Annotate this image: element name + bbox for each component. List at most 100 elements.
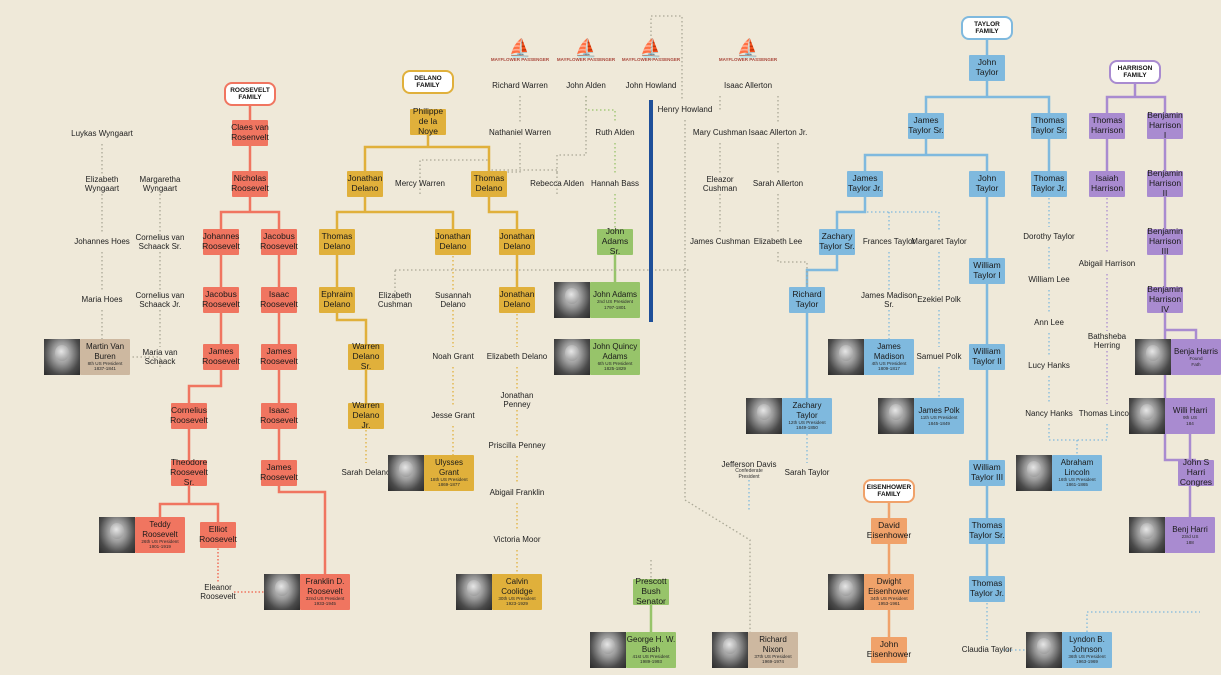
person-jonathan-d1[interactable]: Jonathan Delano <box>347 171 383 197</box>
person-benjamin-h1[interactable]: Benjamin Harrison I <box>1147 110 1183 140</box>
person-abigail-harrison[interactable]: Abigail Harrison <box>1076 251 1138 277</box>
person-richard-warren[interactable]: Richard Warren <box>489 73 551 99</box>
person-eleazor-cushman[interactable]: Eleazor Cushman <box>689 171 751 197</box>
person-william-lee[interactable]: William Lee <box>1018 267 1080 293</box>
person-maria-hoes[interactable]: Maria Hoes <box>71 287 133 313</box>
person-theodore-sr[interactable]: Theodore Roosevelt Sr. <box>170 457 208 486</box>
person-claudia-taylor[interactable]: Claudia Taylor <box>956 637 1018 663</box>
person-johannes-r[interactable]: Johannes Roosevelt <box>202 229 240 255</box>
person-jonathan-penney[interactable]: Jonathan Penney <box>486 387 548 413</box>
person-john-howland[interactable]: John Howland <box>620 73 682 99</box>
person-nicholas-r[interactable]: Nicholas Roosevelt <box>231 171 269 197</box>
person-mary-cushman[interactable]: Mary Cushman <box>689 120 751 146</box>
person-sarah-taylor[interactable]: Sarah Taylor <box>776 460 838 486</box>
person-victoria-moor[interactable]: Victoria Moor <box>486 527 548 553</box>
person-thomas-harrison[interactable]: Thomas Harrison <box>1089 113 1125 139</box>
person-philippe[interactable]: Philippe de la Noye <box>410 106 446 136</box>
person-elizabeth-d[interactable]: Elizabeth Delano <box>486 344 548 370</box>
person-margaretha-w[interactable]: Margaretha Wyngaart <box>129 171 191 197</box>
person-james-r1[interactable]: James Roosevelt <box>202 344 240 370</box>
person-thomas-taylor-sr-b[interactable]: Thomas Taylor Sr. <box>969 518 1005 544</box>
person-david-eisenhower[interactable]: David Eisenhower <box>867 518 911 544</box>
person-zachary-sr[interactable]: Zachary Taylor Sr. <box>819 229 855 255</box>
person-james-cushman[interactable]: James Cushman <box>689 229 751 255</box>
person-elliot[interactable]: Elliot Roosevelt <box>199 522 237 548</box>
person-cornelius-vs-sr[interactable]: Cornelius van Schaack Sr. <box>129 229 191 255</box>
person-john-alden[interactable]: John Alden <box>555 73 617 99</box>
person-priscilla[interactable]: Priscilla Penney <box>486 433 548 459</box>
person-mercy-warren[interactable]: Mercy Warren <box>389 171 451 197</box>
person-luykas[interactable]: Luykas Wyngaart <box>71 121 133 147</box>
person-thomas-taylor-sr-a[interactable]: Thomas Taylor Sr. <box>1031 113 1067 139</box>
person-william-taylor-iii[interactable]: William Taylor III <box>969 460 1005 486</box>
person-sarah-allerton[interactable]: Sarah Allerton <box>747 171 809 197</box>
person-ruth-alden[interactable]: Ruth Alden <box>584 120 646 146</box>
person-thomas-taylor-jr-a[interactable]: Thomas Taylor Jr. <box>1031 171 1067 197</box>
person-william-taylor-i[interactable]: William Taylor I <box>969 258 1005 284</box>
person-elizabeth-cushman[interactable]: Elizabeth Cushman <box>364 287 426 313</box>
person-warren-sr[interactable]: Warren Delano Sr. <box>348 341 384 371</box>
person-elizabeth-w[interactable]: Elizabeth Wyngaart <box>71 171 133 197</box>
person-jonathan-d2[interactable]: Jonathan Delano <box>435 229 471 255</box>
person-ephraim-d[interactable]: Ephraim Delano <box>319 287 355 313</box>
person-john-taylor[interactable]: John Taylor <box>969 55 1005 81</box>
person-john-eisenhower[interactable]: John Eisenhower <box>867 637 911 663</box>
person-samuel-polk[interactable]: Samuel Polk <box>908 344 970 370</box>
person-jonathan-d3[interactable]: Jonathan Delano <box>499 229 535 255</box>
person-isaiah-harrison[interactable]: Isaiah Harrison <box>1089 171 1125 197</box>
person-cornelius-vs-jr[interactable]: Cornelius van Schaack Jr. <box>129 287 191 313</box>
person-isaac-r2[interactable]: Isaac Roosevelt <box>260 403 298 429</box>
person-thomas-d2[interactable]: Thomas Delano <box>319 229 355 255</box>
person-frances-taylor[interactable]: Frances Taylor <box>858 229 920 255</box>
person-john-taylor2[interactable]: John Taylor <box>969 171 1005 197</box>
person-james-taylor-jr[interactable]: James Taylor Jr. <box>847 171 883 197</box>
person-bathsheba[interactable]: Bathsheba Herring <box>1076 328 1138 354</box>
person-claes[interactable]: Claes van Rosenvelt <box>231 120 269 146</box>
person-james-madison-sr[interactable]: James Madison Sr. <box>858 287 920 313</box>
person-james-r2[interactable]: James Roosevelt <box>260 344 298 370</box>
person-hannah-bass[interactable]: Hannah Bass <box>584 171 646 197</box>
person-eleanor[interactable]: Eleanor Roosevelt <box>187 579 249 605</box>
person-benjamin-h2[interactable]: Benjamin Harrison II <box>1147 168 1183 198</box>
person-ann-lee[interactable]: Ann Lee <box>1018 310 1080 336</box>
person-james-r3[interactable]: James Roosevelt <box>260 460 298 486</box>
person-lucy-hanks[interactable]: Lucy Hanks <box>1018 353 1080 379</box>
person-sarah-delano[interactable]: Sarah Delano <box>335 460 397 486</box>
person-henry-howland[interactable]: Henry Howland <box>654 97 716 123</box>
person-isaac-r1[interactable]: Isaac Roosevelt <box>260 287 298 313</box>
person-elizabeth-lee[interactable]: Elizabeth Lee <box>747 229 809 255</box>
person-margaret-taylor[interactable]: Margaret Taylor <box>908 229 970 255</box>
person-jonathan-d4[interactable]: Jonathan Delano <box>499 287 535 313</box>
person-william-taylor-ii[interactable]: William Taylor II <box>969 344 1005 370</box>
person-abigail-f[interactable]: Abigail Franklin <box>486 480 548 506</box>
person-james-taylor-sr[interactable]: James Taylor Sr. <box>908 113 944 139</box>
person-jacobus-r1[interactable]: Jacobus Roosevelt <box>260 229 298 255</box>
person-benjamin-h3[interactable]: Benjamin Harrison III <box>1147 226 1183 256</box>
person-isaac-allerton-jr[interactable]: Isaac Allerton Jr. <box>747 120 809 146</box>
person-ezekiel-polk[interactable]: Ezekiel Polk <box>908 287 970 313</box>
person-noah-grant[interactable]: Noah Grant <box>422 344 484 370</box>
person-isaac-allerton[interactable]: Isaac Allerton <box>717 73 779 99</box>
person-benjamin-h4[interactable]: Benjamin Harrison IV <box>1147 284 1183 314</box>
person-warren-jr[interactable]: Warren Delano Jr. <box>348 400 384 430</box>
person-jesse-grant[interactable]: Jesse Grant <box>422 403 484 429</box>
